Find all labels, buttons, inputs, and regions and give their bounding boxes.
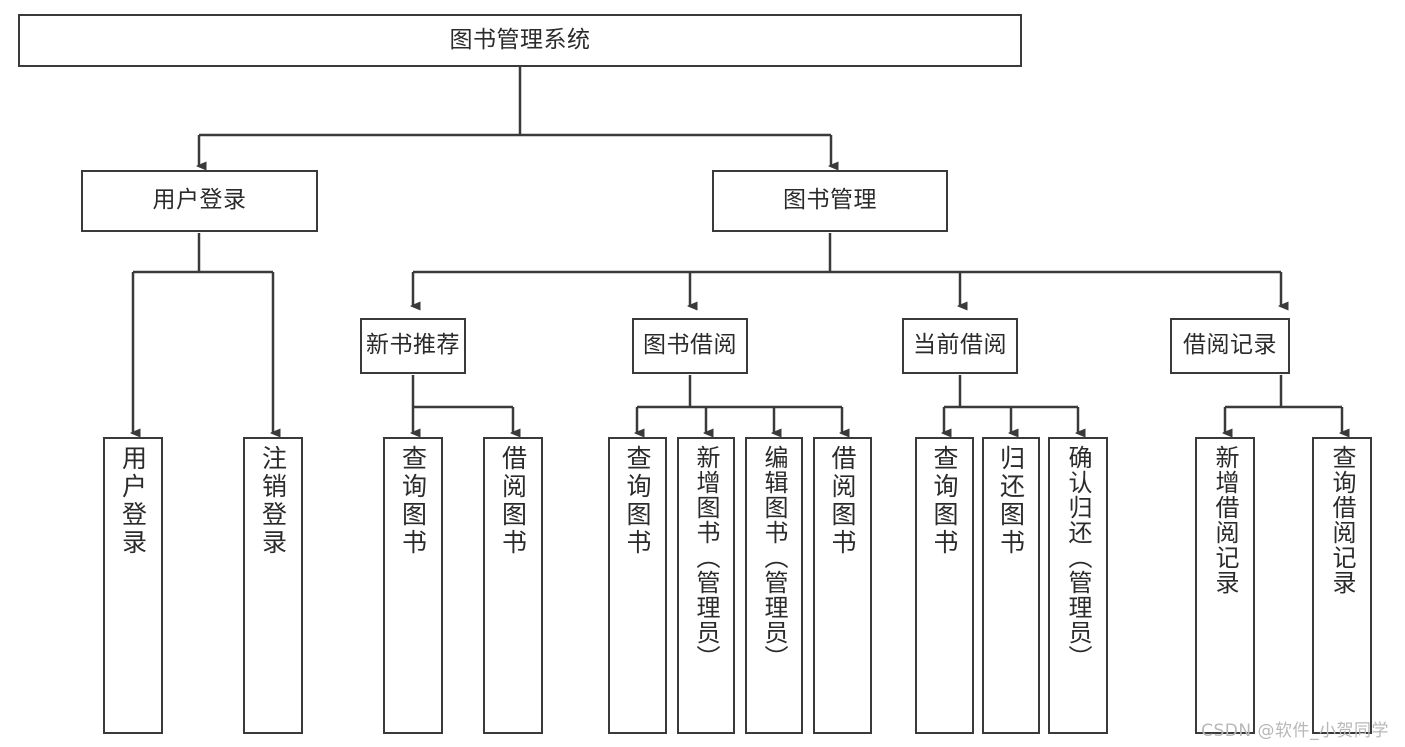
node-current-borrow[interactable]: 当前借阅: [902, 318, 1018, 374]
node-new-book-recommend[interactable]: 新书推荐: [360, 318, 466, 374]
node-book-borrow[interactable]: 图书借阅: [632, 318, 748, 374]
node-root-library-system[interactable]: 图书管理系统: [18, 14, 1022, 67]
node-label: 查询图书: [623, 445, 652, 557]
node-label: 借阅图书: [498, 445, 528, 557]
node-label: 新增借阅记录: [1211, 445, 1239, 595]
node-label: 当前借阅: [913, 332, 1007, 359]
leaf-query-borrow-record[interactable]: 查询借阅记录: [1312, 437, 1372, 734]
node-book-management[interactable]: 图书管理: [712, 170, 948, 232]
node-label: 图书管理系统: [449, 26, 591, 53]
leaf-edit-book-admin[interactable]: 编辑图书（管理员）: [745, 437, 803, 734]
node-label: 新增图书（管理员）: [692, 445, 720, 670]
node-label: 图书借阅: [643, 332, 737, 359]
leaf-add-borrow-record[interactable]: 新增借阅记录: [1195, 437, 1255, 734]
leaf-logout[interactable]: 注销登录: [243, 437, 303, 734]
leaf-borrow-book-new[interactable]: 借阅图书: [483, 437, 543, 734]
node-label: 查询图书: [930, 445, 959, 557]
node-borrow-record[interactable]: 借阅记录: [1170, 318, 1290, 374]
node-label: 新书推荐: [366, 332, 460, 359]
leaf-query-book-borrow[interactable]: 查询图书: [608, 437, 667, 734]
leaf-query-book-current[interactable]: 查询图书: [915, 437, 974, 734]
node-label: 借阅图书: [828, 445, 857, 557]
watermark: CSDN @软件_小贺同学: [1201, 721, 1389, 741]
node-label: 用户登录: [118, 445, 148, 557]
node-label: 注销登录: [258, 445, 288, 557]
node-label: 归还图书: [996, 445, 1026, 557]
node-label: 编辑图书（管理员）: [760, 445, 788, 670]
node-label: 图书管理: [783, 187, 877, 214]
leaf-return-book[interactable]: 归还图书: [982, 437, 1040, 734]
node-label: 查询借阅记录: [1328, 445, 1356, 595]
node-label: 查询图书: [398, 445, 428, 557]
leaf-query-book-new[interactable]: 查询图书: [383, 437, 443, 734]
leaf-add-book-admin[interactable]: 新增图书（管理员）: [677, 437, 735, 734]
node-user-login[interactable]: 用户登录: [81, 170, 318, 232]
leaf-borrow-book[interactable]: 借阅图书: [813, 437, 872, 734]
node-label: 确认归还（管理员）: [1064, 445, 1092, 670]
leaf-confirm-return-admin[interactable]: 确认归还（管理员）: [1048, 437, 1108, 734]
node-label: 借阅记录: [1183, 332, 1277, 359]
node-label: 用户登录: [152, 187, 247, 214]
leaf-user-login[interactable]: 用户登录: [103, 437, 163, 734]
